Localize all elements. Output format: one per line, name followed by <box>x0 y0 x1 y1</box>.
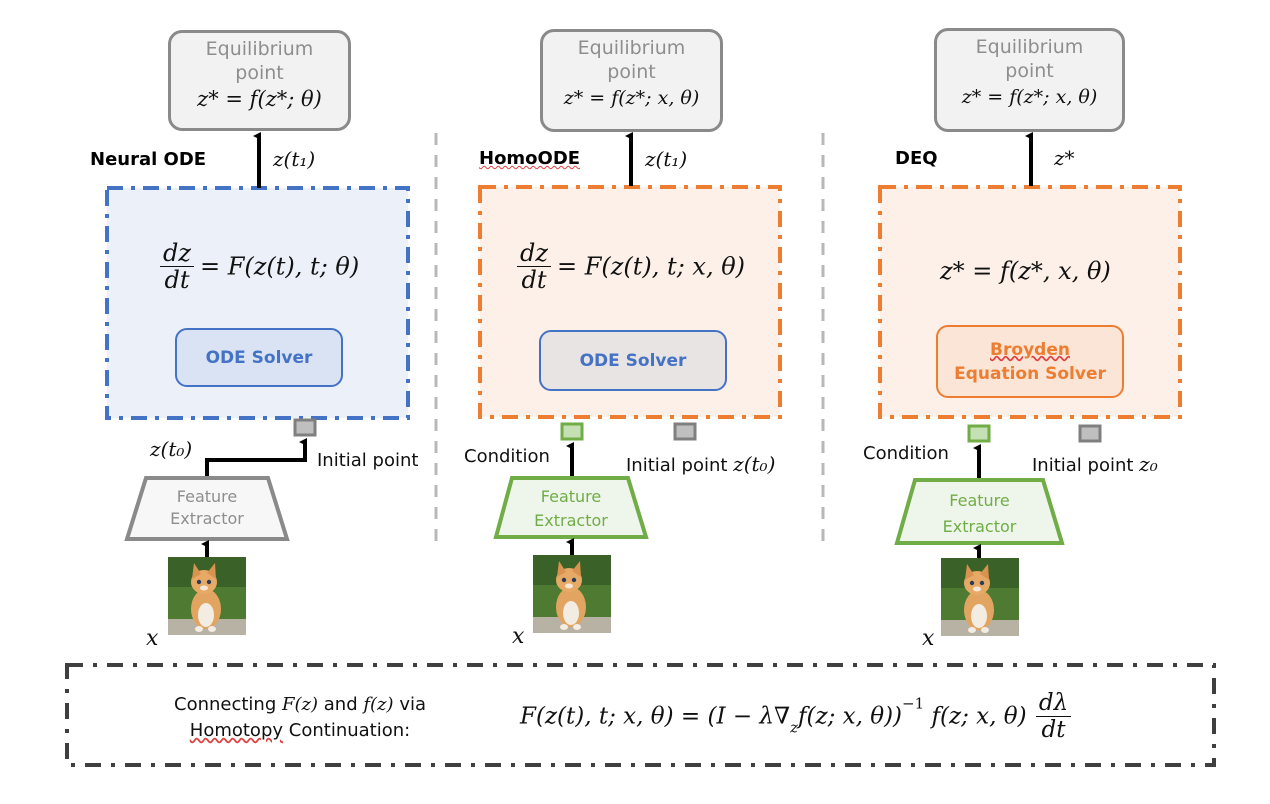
ode-rhs: = F(z(t), t; θ) <box>200 252 360 281</box>
feature-label-line1: Feature <box>540 487 602 506</box>
equilibrium-point-label: point <box>607 61 656 83</box>
neural-ode-feature-to-initial-arrow <box>205 438 307 478</box>
deq-input-image <box>941 558 1019 636</box>
neural-ode-equilibrium-box: Equilibrium point z* = f(z*; θ) <box>168 30 351 131</box>
homoode-output-label: z(t₁) <box>645 147 688 171</box>
homotopy-formula: F(z(t), t; x, θ) = (I − λ∇zf(z; x, θ))−1… <box>520 690 1077 743</box>
deq-initial-point-port <box>1078 424 1102 443</box>
homoode-solver: ODE Solver <box>539 330 727 391</box>
neural-ode-image-label: x <box>146 626 159 651</box>
equilibrium-point-label: point <box>1005 60 1054 82</box>
homoode-feature-extractor <box>493 476 649 539</box>
equilibrium-formula: z* = f(z*; x, θ) <box>563 87 700 109</box>
deq-feature-extractor <box>894 478 1065 545</box>
panel-title-neural-ode: Neural ODE <box>90 149 207 170</box>
feature-label-line2: Extractor <box>534 511 608 530</box>
homotopy-description: Connecting F(z) and f(z) via Homotopy Co… <box>135 692 465 744</box>
deq-condition-label: Condition <box>863 443 949 464</box>
deq-initial-point-label: Initial point z₀ <box>1032 452 1158 476</box>
deq-output-label: z* <box>1054 146 1075 170</box>
neural-ode-output-label: z(t₁) <box>273 147 316 171</box>
homoode-equilibrium-box: Equilibrium point z* = f(z*; x, θ) <box>540 29 723 132</box>
text-and: and <box>323 694 358 715</box>
feature-label-line1: Feature <box>949 491 1010 510</box>
deq-fixed-point-equation: z* = f(z*, x, θ) <box>940 257 1111 285</box>
formula-rest: f(z; x, θ) <box>924 703 1027 730</box>
deq-feature-extractor-label: Feature Extractor <box>897 488 1062 540</box>
homoode-feature-extractor-label: Feature Extractor <box>496 485 646 533</box>
equilibrium-label: Equilibrium <box>975 36 1084 58</box>
homoode-initial-point-port <box>673 422 697 441</box>
panel-title-deq: DEQ <box>895 148 938 169</box>
equilibrium-point-label: point <box>235 62 284 84</box>
panel-title-homoode: HomoODE <box>479 148 581 169</box>
neural-ode-input-image <box>168 557 246 635</box>
kitten-photo-icon <box>168 557 246 635</box>
feature-label-line2: Extractor <box>942 517 1017 536</box>
deq-equilibrium-box: Equilibrium point z* = f(z*; x, θ) <box>934 28 1125 132</box>
ode-numerator: dz <box>517 240 552 267</box>
kitten-photo-icon <box>941 558 1019 636</box>
text-F-of-z: F(z) <box>282 694 319 715</box>
homoode-condition-port <box>560 422 584 441</box>
kitten-photo-icon <box>533 555 611 633</box>
deq-broyden-solver: Broyden Equation Solver <box>936 325 1124 398</box>
solver-label: ODE Solver <box>579 350 687 371</box>
solver-label-broyden: Broyden <box>990 339 1070 360</box>
homotopy-continuation-box <box>65 663 1216 767</box>
frac-denominator: dt <box>1041 717 1066 743</box>
homoode-input-image <box>533 555 611 633</box>
solver-label-equation: Equation Solver <box>954 363 1106 384</box>
ode-denominator: dt <box>521 266 547 294</box>
formula-subscript: z <box>790 718 798 737</box>
solver-label: ODE Solver <box>205 347 313 368</box>
neural-ode-initial-point-port <box>293 418 317 437</box>
formula-lhs: F(z(t), t; x, θ) = (I − λ∇ <box>520 703 791 730</box>
initial-point-text: Initial point <box>1032 455 1134 476</box>
neural-ode-feature-extractor <box>124 476 290 541</box>
neural-ode-input-label: z(t₀) <box>150 437 193 461</box>
homotopy-description-line1: Connecting F(z) and f(z) via <box>135 692 465 718</box>
feature-label-line2: Extractor <box>170 509 244 528</box>
ode-rhs: = F(z(t), t; x, θ) <box>557 252 746 281</box>
deq-image-label: x <box>922 626 935 651</box>
initial-point-math: z₀ <box>1139 452 1158 476</box>
homoode-image-label: x <box>512 624 525 649</box>
text-connecting: Connecting <box>174 694 277 715</box>
homoode-condition-label: Condition <box>464 446 550 467</box>
homoode-initial-point-label: Initial point z(t₀) <box>626 452 775 476</box>
equilibrium-formula: z* = f(z*; θ) <box>197 87 322 111</box>
neural-ode-solver: ODE Solver <box>175 328 343 387</box>
equilibrium-formula: z* = f(z*; x, θ) <box>961 86 1098 108</box>
neural-ode-initial-point-label: Initial point <box>317 450 419 471</box>
text-f-of-z: f(z) <box>363 694 394 715</box>
initial-point-math: z(t₀) <box>733 452 776 476</box>
formula-mid: f(z; x, θ)) <box>797 703 903 730</box>
ode-denominator: dt <box>164 266 190 294</box>
text-continuation: Continuation: <box>288 720 411 741</box>
neural-ode-feature-extractor-label: Feature Extractor <box>127 486 287 530</box>
text-homotopy: Homotopy <box>189 720 284 741</box>
frac-numerator: dλ <box>1035 690 1072 717</box>
equilibrium-label: Equilibrium <box>577 37 686 59</box>
deq-condition-port <box>967 424 991 443</box>
text-via: via <box>399 694 426 715</box>
ode-numerator: dz <box>160 240 195 267</box>
homotopy-description-line2: Homotopy Continuation: <box>135 718 465 744</box>
initial-point-text: Initial point <box>626 455 728 476</box>
equilibrium-label: Equilibrium <box>205 38 314 60</box>
feature-label-line1: Feature <box>176 487 238 506</box>
formula-inverse: −1 <box>902 694 925 713</box>
